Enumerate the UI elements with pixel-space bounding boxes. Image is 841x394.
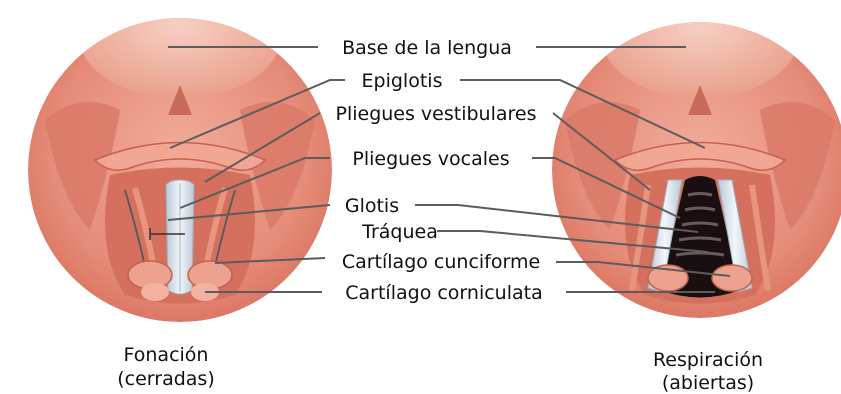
label-traquea: Tráquea xyxy=(361,221,438,243)
caption-right-line1: Respiración xyxy=(653,349,763,371)
label-glotis: Glotis xyxy=(345,195,399,217)
caption-left-line2: (cerradas) xyxy=(117,368,215,390)
caption-left-line1: Fonación xyxy=(124,344,209,366)
label-base-lengua: Base de la lengua xyxy=(342,37,512,59)
label-cartilago-corniculata: Cartílago corniculata xyxy=(345,282,542,304)
labels: Base de la lengua Epiglotis Pliegues ves… xyxy=(335,37,542,304)
larynx-left-phonation xyxy=(28,0,332,322)
label-epiglotis: Epiglotis xyxy=(362,70,443,92)
label-pliegues-vestibulares: Pliegues vestibulares xyxy=(335,103,536,125)
label-cartilago-cunciforme: Cartílago cunciforme xyxy=(342,251,540,273)
captions: Fonación (cerradas) Respiración (abierta… xyxy=(117,344,763,394)
caption-right-line2: (abiertas) xyxy=(662,372,754,394)
label-pliegues-vocales: Pliegues vocales xyxy=(352,148,509,170)
